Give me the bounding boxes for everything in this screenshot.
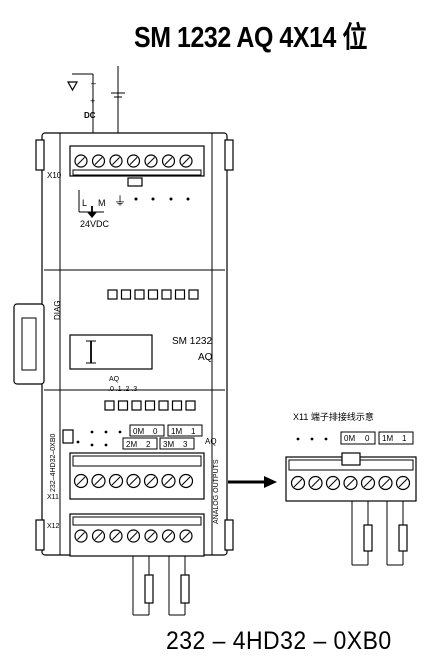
x10-label: X10 xyxy=(47,171,62,180)
x11-b-2: 2 xyxy=(146,440,151,449)
callout-arrow xyxy=(228,476,277,488)
screw-slot xyxy=(381,478,390,488)
dc-plus-label: + xyxy=(90,96,95,106)
x12-label: X12 xyxy=(47,523,60,530)
screw-slot xyxy=(76,476,86,486)
status-led xyxy=(147,289,159,300)
status-led xyxy=(185,400,196,411)
screw-slot xyxy=(363,478,373,488)
supply-voltage-label: 24VDC xyxy=(80,219,110,229)
diag-label: DIAG xyxy=(53,300,62,320)
side-outputs-label: ANALOG OUTPUTS xyxy=(213,459,220,524)
x11-b-2m: 2M xyxy=(126,440,137,449)
side-part-label: 232–4HD32–0XB0 xyxy=(50,434,57,492)
screw-slot xyxy=(164,157,173,165)
lower-led-row xyxy=(104,400,196,411)
screw-slot xyxy=(112,157,120,165)
part-number: 232 – 4HD32 – 0XB0 xyxy=(166,627,392,655)
screw-slot xyxy=(77,532,85,540)
x10-dots xyxy=(134,197,190,201)
callout-screws xyxy=(290,475,411,491)
screw-slot xyxy=(398,478,408,488)
screw-slot xyxy=(129,157,138,165)
callout-terminal-block xyxy=(285,452,417,502)
x10-screws xyxy=(74,154,193,168)
x11-b-3m: 3M xyxy=(163,440,174,449)
screw-slot xyxy=(147,157,155,165)
module-label-window xyxy=(69,334,153,370)
screw-slot xyxy=(293,478,303,488)
ground-symbol: ⏚ xyxy=(114,194,126,208)
screw-slot xyxy=(129,476,138,486)
screw-slot xyxy=(146,476,156,486)
terminal-dot xyxy=(151,197,155,201)
status-led xyxy=(171,400,183,411)
x11-label: X11 xyxy=(47,494,59,501)
status-led xyxy=(144,400,156,411)
callout-t-1m: 1M xyxy=(382,434,393,443)
screw-slot xyxy=(181,476,191,486)
x11-t-0: 0 xyxy=(153,427,158,436)
x11-b-3: 3 xyxy=(183,440,188,449)
supply-l-label: L xyxy=(82,198,87,208)
screw-slot xyxy=(346,478,355,488)
x11-t-1: 1 xyxy=(191,427,196,436)
screw-slot xyxy=(164,532,173,540)
supply-m-label: M xyxy=(98,198,106,208)
status-led xyxy=(134,289,145,300)
callout-title: X11 端子排接线示意 xyxy=(293,411,374,422)
page-title: SM 1232 AQ 4X14 位 xyxy=(134,22,367,54)
terminal-dot xyxy=(134,197,138,201)
callout-t-0m: 0M xyxy=(344,434,355,443)
module-load-wiring xyxy=(132,556,190,616)
dc-minus-label: – xyxy=(91,78,96,88)
screw-slot xyxy=(94,532,103,540)
screw-slot xyxy=(182,157,190,165)
x11-screws xyxy=(73,473,194,489)
screw-slot xyxy=(77,157,85,165)
terminal-dot xyxy=(186,197,190,201)
screw-slot xyxy=(111,476,121,486)
status-led xyxy=(174,289,186,300)
i-beam-icon xyxy=(86,340,96,364)
screw-slot xyxy=(147,532,155,540)
module-small-badge xyxy=(62,429,74,444)
screw-slot xyxy=(164,476,173,486)
callout-terminal-labels: 0M 0 1M 1 xyxy=(296,431,414,445)
x12-terminal-block xyxy=(69,513,205,557)
screw-slot xyxy=(94,476,103,486)
status-led xyxy=(117,400,129,411)
callout-t-1: 1 xyxy=(402,434,407,443)
x12-screws xyxy=(74,529,193,543)
status-led xyxy=(107,289,118,300)
screw-slot xyxy=(94,157,103,165)
module-name-line1: SM 1232 xyxy=(172,336,212,347)
upper-led-row xyxy=(107,289,199,300)
screw-slot xyxy=(129,532,138,540)
module-name-line2: AQ xyxy=(198,352,213,363)
x11-terminal-block xyxy=(69,452,205,500)
screw-slot xyxy=(112,532,120,540)
screw-slot xyxy=(328,478,338,488)
x10-terminal-block: X10 L M 24VDC ⏚ xyxy=(47,145,205,229)
status-led xyxy=(188,289,199,300)
callout-load-wiring xyxy=(351,501,408,566)
x11-t-0m: 0M xyxy=(133,427,144,436)
status-led xyxy=(158,400,169,411)
status-led xyxy=(131,400,142,411)
aq-label: AQ xyxy=(109,376,120,383)
dc-label: DC xyxy=(84,111,96,120)
screw-slot xyxy=(311,478,320,488)
status-led xyxy=(161,289,172,300)
screw-slot xyxy=(182,532,190,540)
aq-small-label: AQ xyxy=(205,437,217,446)
status-led xyxy=(120,289,132,300)
x11-t-1m: 1M xyxy=(171,427,182,436)
x11-channel-labels: 0M 0 1M 1 2M 2 3M 3 AQ xyxy=(76,424,217,450)
callout-t-0: 0 xyxy=(365,434,370,443)
terminal-dot xyxy=(169,197,173,201)
aq-channels-label: .0 .1 .2 .3 xyxy=(108,386,137,393)
status-led xyxy=(104,400,115,411)
